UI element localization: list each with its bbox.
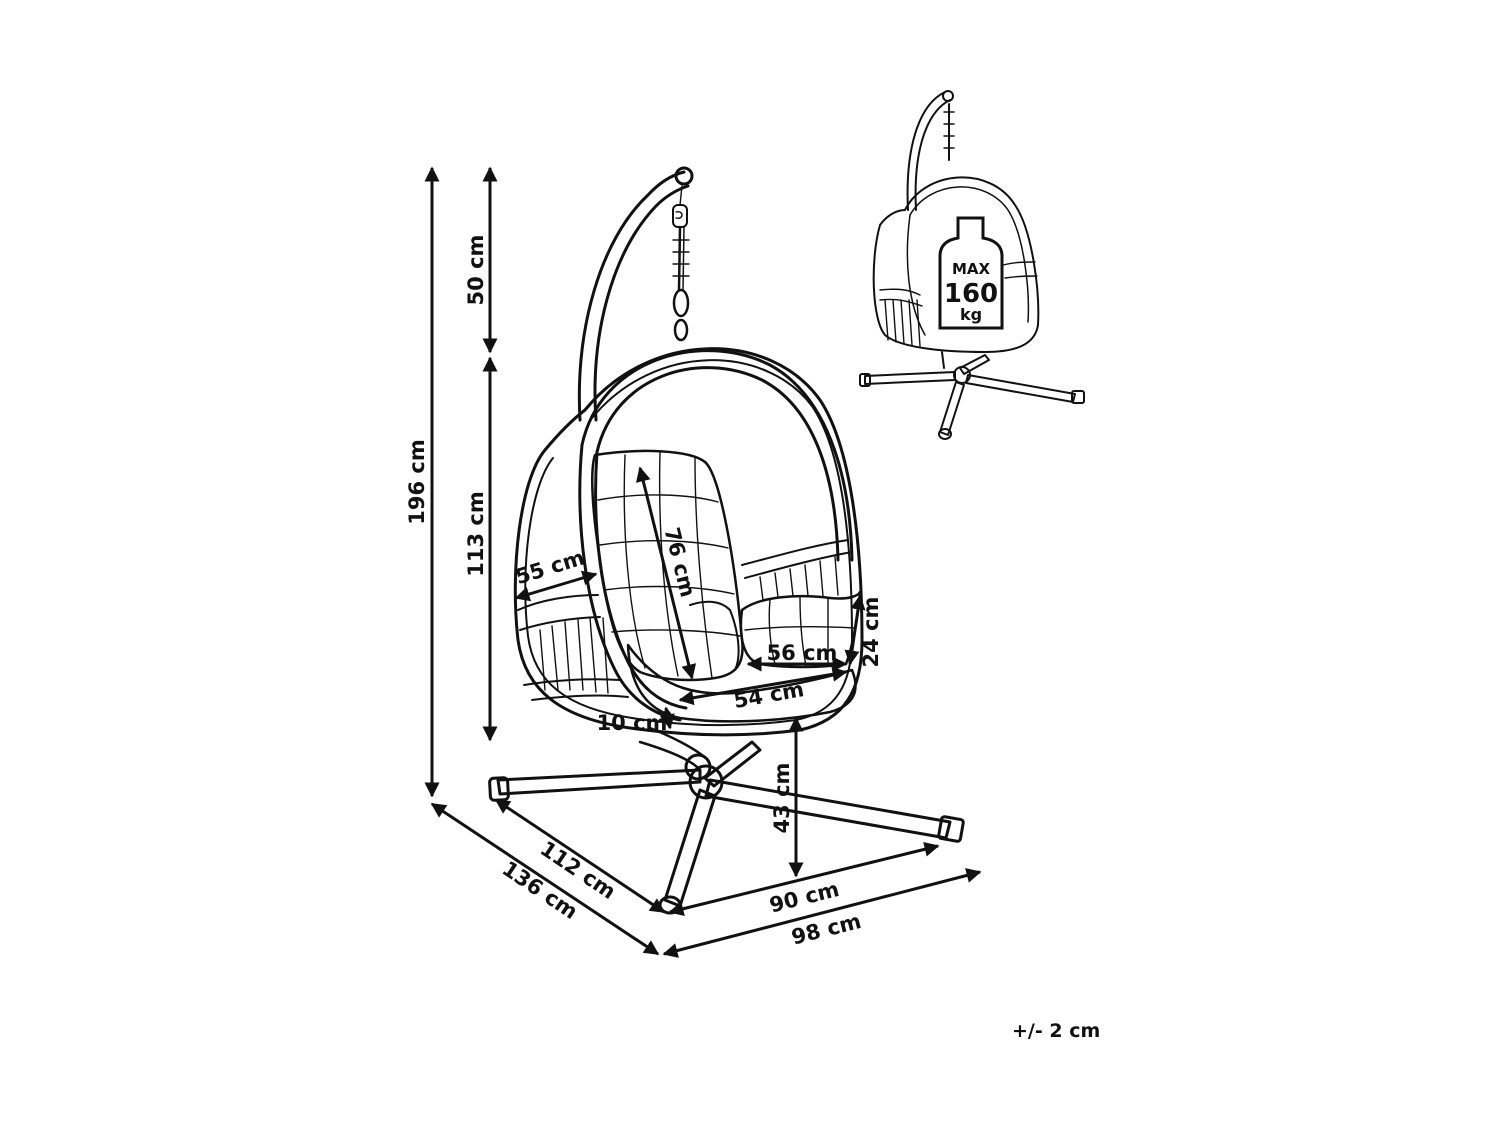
base-depth-outer-line (430, 802, 660, 956)
weight-icon: MAX 160 kg (938, 216, 1004, 330)
dimension-lines (424, 166, 982, 958)
cushion-thickness-label: 10 cm (597, 711, 668, 735)
cushion-width-label: 56 cm (767, 641, 838, 665)
chair-section-label: 113 cm (464, 491, 488, 576)
top-section-label: 50 cm (464, 235, 488, 306)
main-chair-drawing (488, 166, 965, 915)
cushion-thickness-line (659, 706, 677, 730)
back-cushion (591, 449, 744, 682)
base-width-outer-line (662, 868, 982, 958)
total-height-label: 196 cm (405, 439, 429, 524)
seat-height-label: 43 cm (770, 763, 794, 834)
x-base (488, 740, 965, 915)
seat-width-label: 54 cm (732, 677, 806, 713)
base-width-outer-label: 98 cm (789, 909, 864, 949)
small-chair-drawing (859, 90, 1085, 440)
cushion-height-line (844, 594, 866, 666)
seat-width-line (678, 666, 848, 706)
hanging-chain (672, 185, 690, 342)
max-load-unit: kg (960, 305, 982, 324)
dimension-labels: 196 cm 50 cm 113 cm 55 cm 76 cm 24 cm 56… (405, 235, 883, 950)
backrest-line (635, 466, 697, 680)
backrest-label: 76 cm (660, 525, 700, 600)
cushion-height-label: 24 cm (859, 597, 883, 668)
max-load-value: 160 (944, 279, 998, 309)
shell-depth-label: 55 cm (513, 545, 588, 589)
max-label: MAX (952, 260, 991, 278)
tolerance-note: +/- 2 cm (1012, 1020, 1100, 1042)
shell-depth-line (514, 570, 598, 602)
